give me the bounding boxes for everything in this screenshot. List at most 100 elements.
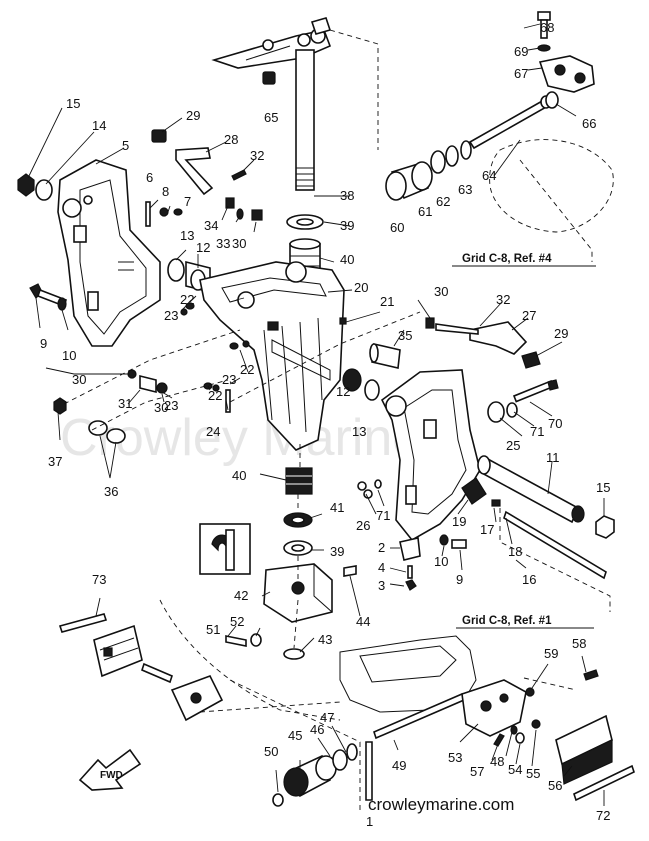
part-label: 32 — [250, 148, 264, 163]
part-label: 41 — [330, 500, 344, 515]
washer-22-23-group — [180, 302, 250, 413]
part-label: 66 — [582, 116, 596, 131]
screw-57 — [493, 733, 505, 747]
steering-arm — [211, 17, 332, 69]
washer-47 — [346, 743, 358, 761]
washer-52 — [250, 633, 262, 647]
leader-lines — [27, 23, 605, 806]
phantom-housing-top — [489, 139, 614, 233]
dashed-line — [293, 599, 299, 649]
part-label: 55 — [526, 766, 540, 781]
part-label: 25 — [506, 438, 520, 453]
part-label: 31 — [118, 396, 132, 411]
part-label: 26 — [356, 518, 370, 533]
cap-29-right — [521, 351, 541, 369]
part-label: 71 — [530, 424, 544, 439]
part-label: 56 — [548, 778, 562, 793]
part-label: 44 — [356, 614, 370, 629]
part-label: 23 — [222, 372, 236, 387]
part-label: 29 — [186, 108, 200, 123]
part-label: 13 — [180, 228, 194, 243]
pin-17 — [491, 499, 501, 507]
part-label: 14 — [92, 118, 106, 133]
washer-10-left — [57, 297, 67, 311]
washers-26 — [357, 481, 373, 499]
part-label: 9 — [456, 572, 463, 587]
grease-34 — [225, 197, 235, 209]
bolt-9-right — [451, 539, 467, 549]
nut-15-right — [595, 515, 615, 539]
grid-ref-bottom: Grid C-8, Ref. #1 — [456, 615, 594, 629]
tilt-pin-27 — [469, 321, 528, 355]
dashed-line — [91, 379, 229, 431]
part-label: 2 — [378, 540, 385, 555]
part-label: 36 — [104, 484, 118, 499]
plate-2 — [399, 537, 421, 561]
part-label: 33 — [216, 236, 230, 251]
part-label: 1 — [366, 814, 373, 829]
grid-ref-top-label: Grid C-8, Ref. #4 — [462, 253, 552, 265]
part-label: 52 — [230, 614, 244, 629]
shaft-washer-39 — [286, 214, 324, 230]
part-label: 24 — [206, 424, 220, 439]
fwd-label: FWD — [100, 770, 123, 781]
part-label: 20 — [354, 280, 368, 295]
part-label: 30 — [232, 236, 246, 251]
pin-bottom — [365, 741, 373, 801]
part-label: 3 — [378, 578, 385, 593]
nut-15-left — [17, 173, 35, 197]
grid-ref-bottom-label: Grid C-8, Ref. #1 — [462, 615, 552, 627]
washer-33 — [236, 208, 244, 220]
part-label: 58 — [572, 636, 586, 651]
part-label: 19 — [452, 514, 466, 529]
grease-nipple-65 — [262, 71, 276, 85]
part-label: 15 — [66, 96, 80, 111]
pin-6 — [145, 201, 151, 227]
bolt-51 — [225, 635, 247, 647]
footer-watermark: crowleymarine.com — [368, 795, 514, 814]
part-label: 49 — [392, 758, 406, 773]
part-label: 46 — [310, 722, 324, 737]
part-label: 13 — [352, 424, 366, 439]
part-label: 61 — [418, 204, 432, 219]
spring-19 — [461, 477, 487, 505]
bolt-70 — [512, 379, 559, 403]
part-label: 71 — [376, 508, 390, 523]
part-label: 27 — [522, 308, 536, 323]
rod-72 — [573, 764, 635, 802]
part-label: 11 — [546, 450, 560, 465]
part-label: 22 — [240, 362, 254, 377]
dashed-line — [519, 159, 593, 262]
washer-10-right — [439, 534, 449, 546]
part-label: 34 — [204, 218, 218, 233]
part-label: 23 — [164, 398, 178, 413]
steering-shaft — [295, 49, 315, 191]
part-label: 29 — [554, 326, 568, 341]
part-label: 39 — [330, 544, 344, 559]
part-label: 50 — [264, 744, 278, 759]
part-label: 28 — [224, 132, 238, 147]
rod-18 — [503, 510, 607, 580]
part-label: 45 — [288, 728, 302, 743]
dashed-line — [499, 508, 611, 612]
nut-3 — [405, 579, 417, 591]
thrust-bracket-42 — [263, 563, 333, 623]
part-label: 5 — [122, 138, 129, 153]
part-label: 4 — [378, 560, 385, 575]
part-label: 39 — [340, 218, 354, 233]
washer-43 — [283, 648, 305, 660]
swivel-bracket — [199, 261, 345, 451]
grid-ref-top: Grid C-8, Ref. #4 — [452, 253, 596, 267]
clamp-bracket-right — [380, 369, 481, 542]
part-label: 67 — [514, 66, 528, 81]
part-label: 23 — [164, 308, 178, 323]
part-label: 12 — [336, 384, 350, 399]
nut-30-top — [251, 209, 263, 221]
washer-71-mid — [374, 479, 382, 489]
part-label: 32 — [496, 292, 510, 307]
part-label: 35 — [398, 328, 412, 343]
part-label: 10 — [62, 348, 76, 363]
part-label: 53 — [448, 750, 462, 765]
bolt-68 — [537, 11, 551, 39]
part-label: 42 — [234, 588, 248, 603]
